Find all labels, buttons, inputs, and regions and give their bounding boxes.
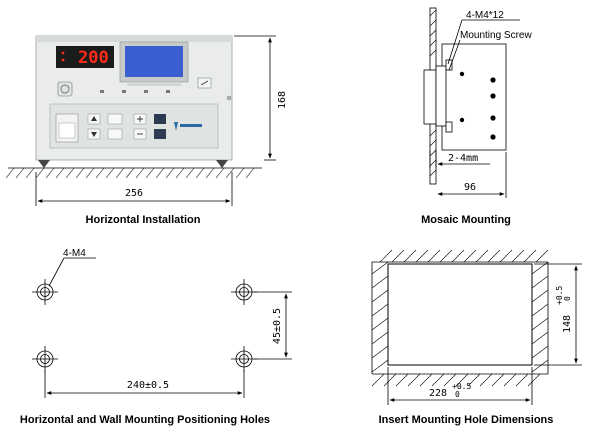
arrow-up-icon — [91, 116, 97, 121]
caption-horizontal-installation: Horizontal Installation — [86, 214, 201, 226]
status-indicator-icon — [144, 90, 148, 93]
mounting-screw-label: Mounting Screw — [460, 30, 532, 41]
mounting-hole-icon — [32, 279, 58, 305]
wall-hatching — [429, 9, 437, 177]
cutout-width-label: 228 — [429, 388, 447, 399]
width-dimension-label: 256 — [125, 188, 143, 199]
model-plate — [127, 82, 181, 86]
screw-hole-icon — [459, 71, 465, 77]
ground-hatching — [5, 167, 255, 179]
mode-button — [154, 114, 166, 124]
cutout-height-label: 148 — [562, 315, 573, 333]
knob-dial-icon — [60, 84, 70, 94]
caption-positioning-holes: Horizontal and Wall Mounting Positioning… — [20, 414, 270, 426]
cutout-height-tol-lower: 0 — [563, 296, 572, 301]
mounting-hole-icon — [231, 279, 257, 305]
screw-spec-label: 4-M4*12 — [466, 10, 504, 21]
horizontal-spacing-label: 240±0.5 — [127, 380, 169, 391]
controller-top-edge — [36, 36, 232, 42]
mosaic-mounting-drawing: 4-M4*12 Mounting Screw 2-4mm 96 Mosaic M… — [421, 7, 532, 226]
screw-hole-icon — [490, 115, 496, 121]
power-switch-rocker — [58, 122, 76, 139]
right-foot — [216, 160, 228, 168]
indicator-led-icon — [61, 58, 65, 62]
function-button — [107, 128, 123, 140]
cutout-width-tol-upper: +0.5 — [452, 382, 471, 391]
depth-dimension-label: 96 — [464, 182, 476, 193]
status-indicator-icon — [122, 90, 126, 93]
led-display — [56, 46, 114, 68]
mounting-bracket — [435, 65, 447, 127]
left-foot — [38, 160, 50, 168]
brand-name-plate — [180, 124, 202, 127]
cutout-height-tol-upper: +0.5 — [555, 286, 564, 305]
mounting-screw-leader — [448, 39, 461, 71]
cutout-hatching — [371, 249, 549, 387]
led-display-value: 200 — [78, 48, 109, 68]
mounting-bolt-icon — [226, 95, 232, 101]
caption-mosaic-mounting: Mosaic Mounting — [421, 214, 511, 226]
cutout-opening — [387, 263, 533, 366]
mounting-hole-icon — [231, 346, 257, 372]
bracket-clip — [445, 121, 453, 133]
screw-hole-icon — [459, 117, 465, 123]
cutout-width-tol-lower: 0 — [455, 390, 460, 399]
hole-spec-label: 4-M4 — [63, 248, 86, 259]
insert-hole-drawing: 148 +0.5 0 228 +0.5 0 Insert Mounting Ho… — [371, 249, 582, 426]
connector-mark-icon — [200, 80, 209, 86]
selector-knob — [57, 81, 73, 97]
function-button — [107, 113, 123, 125]
enter-button — [154, 129, 166, 139]
hole-leader-line — [48, 257, 65, 287]
screw-hole-icon — [490, 134, 496, 140]
plus-icon — [137, 116, 143, 122]
screw-hole-icon — [490, 93, 496, 99]
indicator-led-icon — [61, 51, 65, 55]
arrow-down-icon — [91, 132, 97, 137]
screw-leader-line — [447, 19, 463, 65]
mounting-hole-icon — [32, 346, 58, 372]
caption-insert-hole: Insert Mounting Hole Dimensions — [379, 414, 554, 426]
thickness-dimension-label: 2-4mm — [448, 153, 478, 164]
positioning-holes-drawing: 4-M4 45±0.5 240±0.5 Horizontal and Wall … — [20, 248, 292, 426]
screw-hole-icon — [490, 77, 496, 83]
vertical-spacing-label: 45±0.5 — [272, 308, 283, 344]
height-dimension-label: 168 — [277, 91, 288, 109]
brand-logo-icon — [174, 122, 178, 131]
front-bezel — [423, 69, 437, 125]
cutout-height-label-group: 148 +0.5 0 — [555, 286, 573, 333]
lcd-screen — [125, 46, 183, 77]
horizontal-installation-drawing: 200 — [5, 35, 288, 226]
status-indicator-icon — [166, 90, 170, 93]
status-indicator-icon — [100, 90, 104, 93]
